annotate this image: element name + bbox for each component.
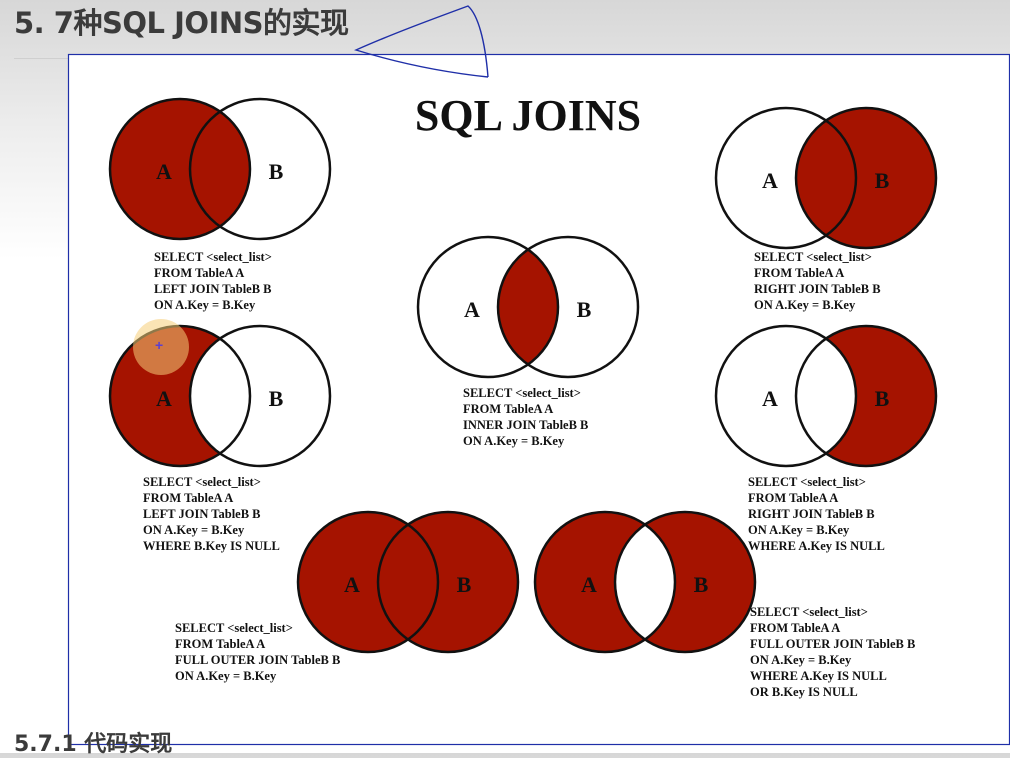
cursor-crosshair-icon: + [155,337,164,353]
set-b-label: B [457,572,472,597]
query-line: OR B.Key IS NULL [750,685,858,699]
query-line: SELECT <select_list> [143,475,261,489]
query-line: ON A.Key = B.Key [154,298,256,312]
full-outer-excluding-join-query: SELECT <select_list> FROM TableA A FULL … [750,604,915,700]
set-a-label: A [156,386,172,411]
query-line: FULL OUTER JOIN TableB B [750,637,916,651]
query-line: ON A.Key = B.Key [463,434,565,448]
set-b-label: B [694,572,709,597]
query-line: ON A.Key = B.Key [750,653,852,667]
set-a-label: A [344,572,360,597]
inner-join-query: SELECT <select_list> FROM TableA A INNER… [463,385,588,449]
set-b-label: B [269,386,284,411]
subsection-heading: 5.7.1 代码实现 [14,732,173,757]
query-line: ON A.Key = B.Key [748,523,850,537]
query-line: INNER JOIN TableB B [463,418,589,432]
query-line: SELECT <select_list> [754,250,872,264]
query-line: RIGHT JOIN TableB B [748,507,875,521]
right-excluding-join-query: SELECT <select_list> FROM TableA A RIGHT… [748,474,885,554]
set-a-label: A [762,386,778,411]
set-a-label: A [762,168,778,193]
query-line: FROM TableA A [754,266,845,280]
query-line: SELECT <select_list> [154,250,272,264]
query-line: WHERE A.Key IS NULL [750,669,887,683]
query-line: SELECT <select_list> [748,475,866,489]
query-line: SELECT <select_list> [750,605,868,619]
query-line: RIGHT JOIN TableB B [754,282,881,296]
left-join-query: SELECT <select_list> FROM TableA A LEFT … [154,249,272,313]
query-line: LEFT JOIN TableB B [143,507,261,521]
diagram-title: SQL JOINS [415,91,641,140]
query-line: LEFT JOIN TableB B [154,282,272,296]
set-b-label: B [269,159,284,184]
query-line: ON A.Key = B.Key [754,298,856,312]
query-line: SELECT <select_list> [463,386,581,400]
query-line: FULL OUTER JOIN TableB B [175,653,341,667]
set-b-label: B [577,297,592,322]
query-line: FROM TableA A [175,637,266,651]
set-b-label: B [875,168,890,193]
query-line: WHERE A.Key IS NULL [748,539,885,553]
set-b-label: B [875,386,890,411]
left-excluding-join-query: SELECT <select_list> FROM TableA A LEFT … [143,474,280,554]
query-line: SELECT <select_list> [175,621,293,635]
query-line: FROM TableA A [154,266,245,280]
query-line: WHERE B.Key IS NULL [143,539,280,553]
full-outer-join-query: SELECT <select_list> FROM TableA A FULL … [175,620,340,684]
cursor-highlight: + [133,319,189,375]
query-line: FROM TableA A [143,491,234,505]
query-line: ON A.Key = B.Key [175,669,277,683]
set-a-label: A [464,297,480,322]
section-heading: 5. 7种SQL JOINS的实现 [14,6,349,40]
query-line: ON A.Key = B.Key [143,523,245,537]
query-line: FROM TableA A [463,402,554,416]
query-line: FROM TableA A [748,491,839,505]
right-join-query: SELECT <select_list> FROM TableA A RIGHT… [754,249,881,313]
set-a-label: A [581,572,597,597]
set-a-label: A [156,159,172,184]
query-line: FROM TableA A [750,621,841,635]
